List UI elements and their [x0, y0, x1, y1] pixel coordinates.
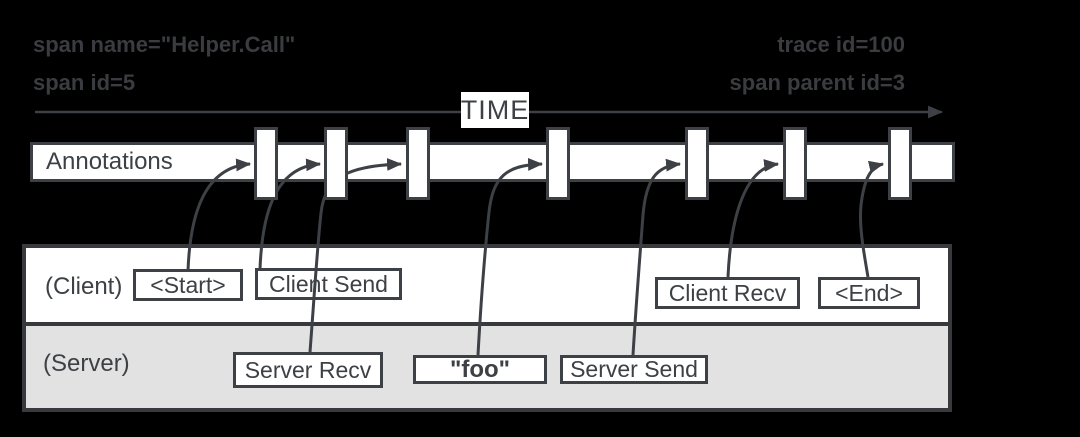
- time-axis-label: TIME: [461, 92, 529, 128]
- annotation-foo: "foo": [413, 355, 547, 384]
- annotation-server-send: Server Send: [560, 355, 708, 384]
- trace-id-text: trace id=100: [777, 32, 905, 57]
- annotation-start: <Start>: [133, 269, 243, 301]
- span-parent-id-text: span parent id=3: [729, 70, 905, 95]
- timeline-tick-4: [546, 127, 570, 200]
- timeline-tick-2: [324, 127, 348, 200]
- span-id-text: span id=5: [33, 70, 136, 95]
- timeline-tick-1: [254, 127, 278, 200]
- server-lane-label: (Server): [43, 350, 130, 377]
- annotations-bar-label: Annotations: [46, 148, 173, 175]
- annotation-client-recv: Client Recv: [655, 277, 800, 309]
- timeline-tick-3: [406, 127, 430, 200]
- timeline-tick-5: [685, 127, 709, 200]
- timeline-tick-6: [783, 127, 807, 200]
- annotation-end: <End>: [818, 277, 920, 309]
- annotation-server-recv: Server Recv: [233, 352, 383, 388]
- span-name-text: span name="Helper.Call": [33, 32, 296, 57]
- annotation-client-send: Client Send: [255, 268, 402, 300]
- annotations-bar: Annotations: [30, 142, 955, 182]
- timeline-tick-7: [888, 127, 912, 200]
- client-lane-label: (Client): [45, 273, 123, 300]
